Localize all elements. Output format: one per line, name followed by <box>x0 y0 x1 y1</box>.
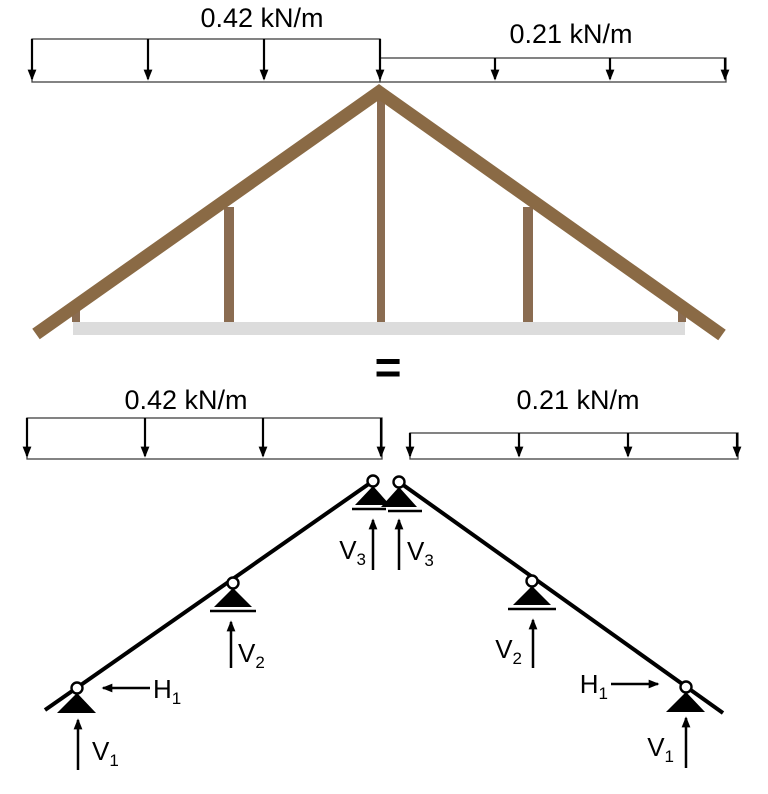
bottom-load-arrows <box>22 418 742 458</box>
top-left-load-label: 0.42 kN/m <box>200 3 324 33</box>
support-triangle-icon <box>513 586 551 605</box>
v1-left-label: V1 <box>92 737 138 771</box>
pin-circle-icon <box>226 576 240 590</box>
left-queen-post <box>224 207 234 322</box>
pin-circle-icon <box>392 475 406 489</box>
king-post <box>377 96 385 322</box>
apex-left-support <box>352 474 390 511</box>
support-triangle-icon <box>381 487 417 507</box>
support-triangle-icon <box>355 486 390 505</box>
v3-right-label: V3 <box>407 537 453 571</box>
base-left-support <box>57 681 96 713</box>
label-base: H <box>153 674 172 704</box>
label-base: V <box>92 736 110 766</box>
label-base: V <box>647 732 665 762</box>
top-right-load-label: 0.21 kN/m <box>509 19 633 49</box>
v2-left-label: V2 <box>238 639 284 673</box>
right-rafter-line <box>397 480 725 715</box>
truss-illustration <box>32 84 726 341</box>
left-rafter-line <box>43 479 375 712</box>
label-base: H <box>579 669 599 699</box>
support-triangle-icon <box>214 588 252 607</box>
label-sub: 1 <box>109 751 119 770</box>
bottom-load-diagram <box>22 417 742 460</box>
support-triangle-icon <box>666 692 705 712</box>
apex-right-support <box>381 475 422 513</box>
label-sub: 1 <box>171 689 182 708</box>
pin-circle-icon <box>525 574 539 588</box>
h1-left-label: H1 <box>153 675 199 709</box>
right-queen-post <box>523 207 533 322</box>
top-load-diagram <box>27 38 730 83</box>
label-sub: 2 <box>512 649 522 668</box>
label-sub: 3 <box>356 550 366 569</box>
bottom-left-load-label: 0.42 kN/m <box>124 385 248 415</box>
v1-right-label: V1 <box>628 733 674 767</box>
top-left-load-outline <box>31 38 381 83</box>
mid-left-support <box>210 576 256 613</box>
label-base: V <box>238 638 256 668</box>
label-sub: 1 <box>598 684 608 703</box>
reaction-arrows <box>73 518 691 770</box>
bottom-chord <box>73 322 685 335</box>
mid-right-support <box>508 574 556 611</box>
bottom-right-load-outline <box>409 432 739 460</box>
label-base: V <box>339 535 357 565</box>
label-base: V <box>407 536 425 566</box>
label-sub: 1 <box>664 747 674 766</box>
left-stub-post <box>72 306 80 322</box>
free-body-diagram <box>43 474 725 770</box>
h1-right-label: H1 <box>562 670 608 704</box>
pin-circle-icon <box>679 680 693 694</box>
label-base: V <box>495 634 513 664</box>
pin-circle-icon <box>70 681 84 695</box>
label-sub: 3 <box>424 551 434 570</box>
rafters <box>32 84 726 341</box>
support-triangle-icon <box>57 693 96 713</box>
base-right-support <box>666 680 705 712</box>
equals-sign: = <box>374 341 402 393</box>
v3-left-label: V3 <box>320 536 366 570</box>
bottom-right-load-label: 0.21 kN/m <box>516 385 640 415</box>
top-right-load-outline <box>379 57 727 83</box>
label-sub: 2 <box>255 653 265 672</box>
v2-right-label: V2 <box>476 635 522 669</box>
pin-circle-icon <box>366 474 380 488</box>
top-load-arrows <box>27 39 730 81</box>
bottom-left-load-outline <box>26 417 383 460</box>
